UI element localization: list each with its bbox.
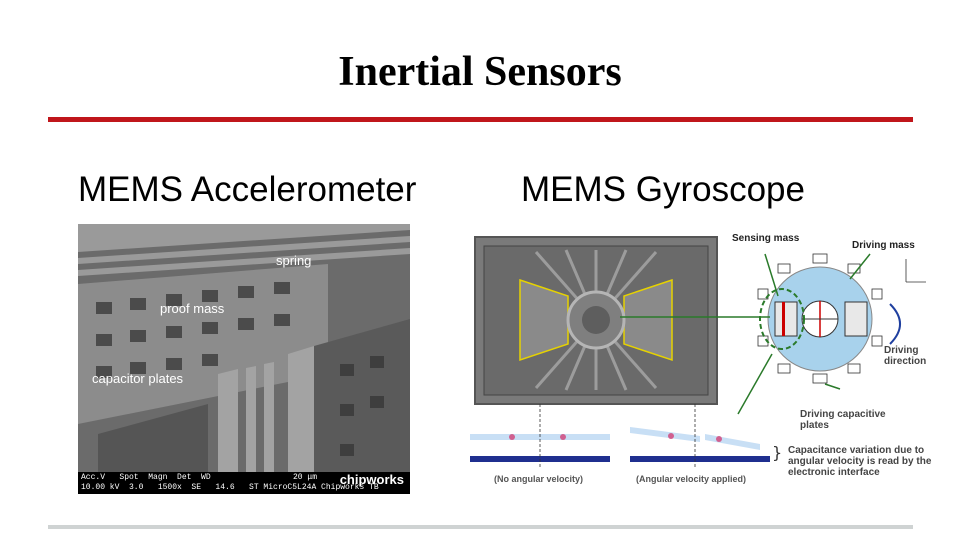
label-capacitor-plates: capacitor plates <box>92 371 184 386</box>
gyroscope-chip-micrograph <box>474 236 718 405</box>
chipworks-logo: chipworks <box>339 472 404 487</box>
sem-info-line2: 10.00 kV 3.0 1500x SE 14.6 ST MicroC5L24… <box>81 483 379 492</box>
sem-structure-drawing <box>78 224 410 494</box>
gyroscope-schematic: } <box>470 253 926 469</box>
sem-scale-bar: 20 μm <box>293 473 318 482</box>
caption-no-angular-velocity: (No angular velocity) <box>494 474 584 484</box>
footer-divider <box>48 525 913 529</box>
label-spring: spring <box>276 253 312 268</box>
sem-info-bar: Acc.V Spot Magn Det WD 10.00 kV 3.0 1500… <box>78 472 410 494</box>
heading-accelerometer: MEMS Accelerometer <box>78 170 417 209</box>
label-driving-capacitive-plates: Driving capacitive plates <box>800 409 886 431</box>
label-sensing-mass: Sensing mass <box>732 233 800 244</box>
accelerometer-sem-image: spring proof mass capacitor plates Acc.V… <box>78 224 410 494</box>
label-driving-direction: Driving direction <box>884 345 927 367</box>
sem-info-line1: Acc.V Spot Magn Det WD <box>81 473 211 482</box>
slide-title: Inertial Sensors <box>338 49 622 95</box>
label-proof-mass: proof mass <box>160 301 225 316</box>
chip-drawing <box>483 245 709 396</box>
label-driving-mass: Driving mass <box>852 240 915 251</box>
gyroscope-diagram: } Sensing mass Driving mass Driving dire… <box>470 224 940 499</box>
label-capacitance-note: Capacitance variation due to angular vel… <box>788 445 932 478</box>
svg-text:}: } <box>772 443 782 462</box>
heading-gyroscope: MEMS Gyroscope <box>521 170 805 209</box>
caption-angular-velocity-applied: (Angular velocity applied) <box>636 474 747 484</box>
title-underline <box>48 117 913 122</box>
